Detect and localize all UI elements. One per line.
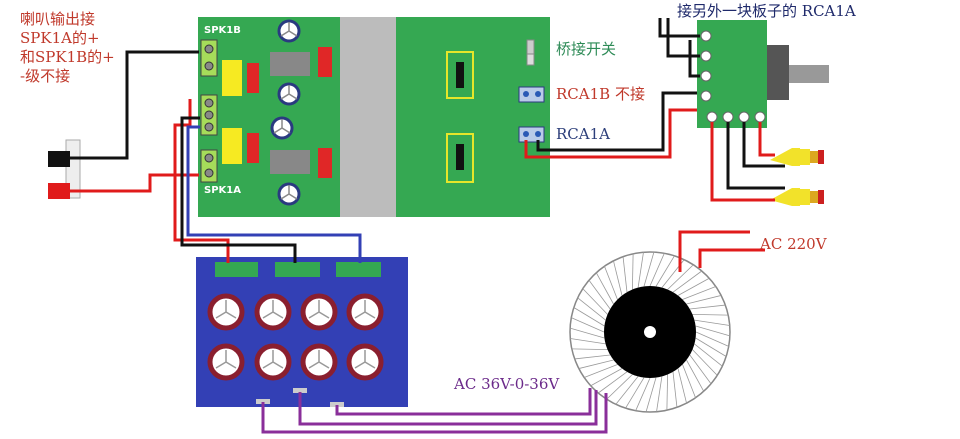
coil-winding xyxy=(677,368,687,404)
coil-winding xyxy=(694,343,723,367)
coil-winding xyxy=(584,364,618,378)
rca1b-note: RCA1B 不接 xyxy=(556,85,645,103)
speaker-note-line-2: SPK1A的+ xyxy=(20,29,100,47)
ac-220-label: AC 220V xyxy=(760,235,827,253)
rca-jacks xyxy=(770,148,824,206)
coil-winding xyxy=(682,286,716,300)
coil-winding xyxy=(686,359,705,392)
amplifier-board xyxy=(198,17,550,217)
spk1a-label: SPK1A xyxy=(204,185,241,196)
coil-winding xyxy=(625,377,645,409)
coil-winding xyxy=(571,348,608,351)
coil-winding xyxy=(604,266,618,300)
coil-winding xyxy=(656,376,663,412)
coil-winding xyxy=(695,325,731,337)
coil-winding xyxy=(631,253,634,290)
coil-winding xyxy=(666,374,669,411)
power-supply-board xyxy=(196,257,408,407)
coil-winding xyxy=(606,374,633,400)
coil-winding xyxy=(570,338,606,345)
coil-winding xyxy=(686,295,722,305)
coil-winding xyxy=(577,297,606,321)
coil-winding xyxy=(569,327,605,339)
coil-winding xyxy=(598,371,628,394)
coil-winding xyxy=(689,354,712,384)
coil-winding xyxy=(590,368,623,387)
coil-winding xyxy=(695,331,729,347)
bridge-switch-label: 桥接开关 xyxy=(556,40,617,58)
ac-36-label: AC 36V-0-36V xyxy=(454,375,560,393)
coil-winding xyxy=(595,272,614,305)
coil-winding xyxy=(655,255,675,287)
speaker-note-line-1: 喇叭输出接 xyxy=(20,10,96,28)
coil-winding xyxy=(588,280,611,310)
coil-winding xyxy=(672,270,702,293)
coil-winding xyxy=(645,377,657,413)
coil-winding xyxy=(571,317,605,333)
coil-winding xyxy=(615,376,639,405)
speaker-terminal xyxy=(48,139,81,199)
coil-winding xyxy=(672,371,678,408)
coil-winding xyxy=(649,253,665,287)
coil-winding xyxy=(622,256,628,293)
spk1b-label: SPK1B xyxy=(204,25,241,36)
coil-winding xyxy=(578,359,614,369)
coil-winding xyxy=(682,364,696,398)
speaker-note: 喇叭输出接 SPK1A的+ 和SPK1B的+ -级不接 xyxy=(20,10,115,86)
coil-winding xyxy=(613,260,623,296)
volume-pot-board xyxy=(697,20,829,128)
coil-winding xyxy=(635,377,651,411)
other-board-label: 接另外一块板子的 RCA1A xyxy=(677,2,856,20)
coil-winding xyxy=(573,307,605,327)
coil-winding xyxy=(692,349,718,376)
coil-winding xyxy=(677,277,710,296)
coil-winding xyxy=(689,304,726,310)
coil-winding xyxy=(574,354,611,360)
speaker-note-line-3: 和SPK1B的+ xyxy=(20,48,115,66)
coil-winding xyxy=(643,251,655,287)
rca1a-label: RCA1A xyxy=(556,125,610,143)
coil-winding xyxy=(692,313,729,316)
wires xyxy=(70,18,785,434)
coil-winding xyxy=(695,337,727,357)
speaker-note-line-4: -级不接 xyxy=(20,67,71,85)
toroidal-transformer xyxy=(569,251,731,413)
coil-winding xyxy=(667,264,694,290)
coil-winding xyxy=(637,252,644,288)
coil-winding xyxy=(694,319,730,326)
coil-winding xyxy=(582,288,608,315)
